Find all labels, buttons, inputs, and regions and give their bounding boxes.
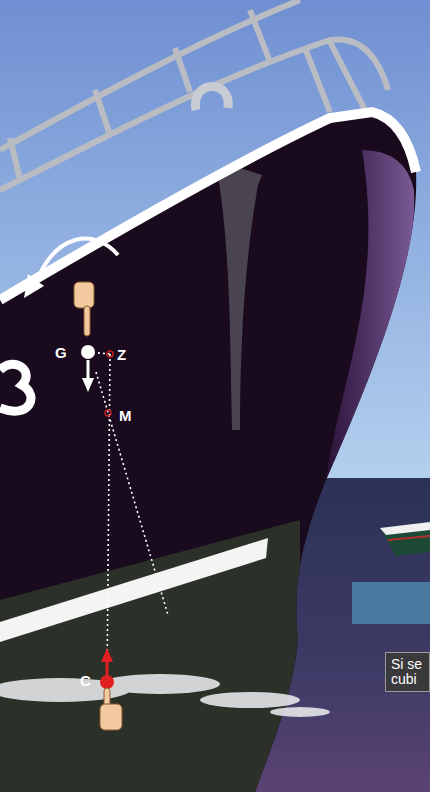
gravity-point: [81, 345, 95, 359]
weight-arrow: [87, 360, 90, 380]
point-label: C: [80, 673, 91, 688]
hull-recess: [215, 160, 262, 430]
pointing-hand: [100, 688, 122, 730]
buoyancy-point: [100, 675, 114, 689]
point-label: G: [55, 345, 67, 360]
metacenter-point: [105, 410, 111, 416]
weight-arrowhead: [82, 378, 94, 392]
sheer-line: [0, 112, 416, 300]
buoyancy-arrowhead: [101, 648, 113, 662]
small-boat: [380, 522, 430, 556]
point-label: M: [119, 408, 132, 423]
point-label: Z: [117, 347, 126, 362]
water-foam: [0, 674, 330, 717]
note-box: Si se cubi: [385, 652, 430, 692]
stability-lines: [88, 352, 168, 682]
pointing-hand: [74, 282, 94, 336]
buoyancy-arrow: [106, 660, 109, 675]
z-point: [107, 351, 113, 357]
bow-highlight: [326, 150, 414, 480]
note-text: Si se cubi: [391, 657, 426, 687]
rotation-arrow: [35, 239, 118, 285]
underwater-hull: [0, 520, 300, 792]
boot-top-stripe: [0, 538, 268, 642]
mooring-ring: [195, 86, 228, 110]
water-patch: [352, 582, 430, 624]
hull-marking: [0, 364, 31, 411]
rotation-arrowhead: [24, 274, 44, 298]
